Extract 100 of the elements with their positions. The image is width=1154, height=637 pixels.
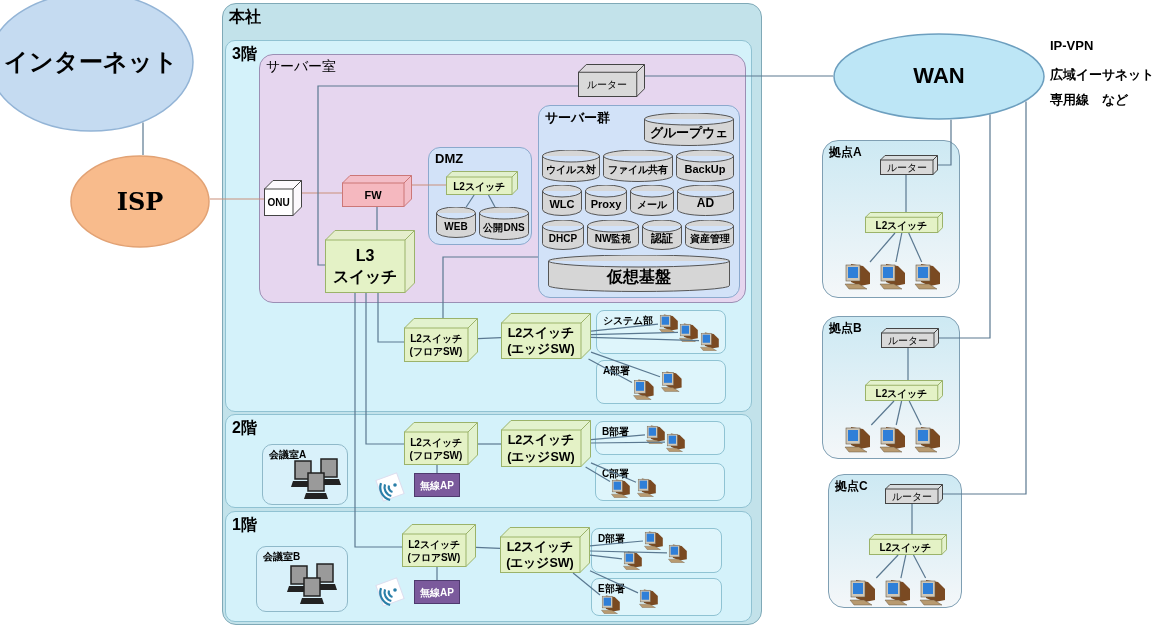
area-title: D部署 [598, 532, 626, 546]
computer-icon [660, 370, 684, 392]
server-cylinder [548, 255, 730, 292]
connection-line [869, 232, 896, 263]
server-label: ファイル共有 [607, 163, 669, 178]
branch-panel [822, 316, 960, 459]
device-label: FW [363, 187, 383, 203]
computer-icon [658, 313, 680, 333]
branch-panel [828, 474, 962, 608]
connection-line [572, 572, 601, 596]
department-panel [591, 528, 722, 573]
connection-line [377, 292, 405, 343]
connection-line [937, 119, 952, 166]
meeting-room-panel [262, 444, 348, 505]
connection-line [589, 570, 639, 594]
connection-line [908, 400, 922, 426]
connection-line [365, 292, 405, 445]
server-cylinder [542, 150, 600, 182]
connection-line [354, 292, 403, 548]
computer-icon [632, 378, 656, 400]
router-box [881, 328, 939, 348]
computer-icon [699, 331, 721, 351]
server-label: WEB [443, 219, 469, 234]
server-cylinder [436, 207, 476, 238]
note-text: 広域イーサネット [1050, 66, 1154, 84]
computer-icon [913, 262, 943, 290]
connection-line [911, 503, 913, 535]
connection-line [436, 464, 438, 474]
device-label: ルーター [586, 78, 629, 93]
computer-icon [645, 424, 667, 444]
computer-icon [667, 543, 689, 563]
connection-line [142, 121, 144, 156]
connection-line [942, 100, 1027, 495]
access-point-box [414, 473, 460, 497]
device-label: L2スイッチ (エッジSW) [506, 324, 576, 358]
connection-line [487, 194, 496, 208]
device-label: L2スイッチ (エッジSW) [505, 538, 575, 572]
server-cylinder [603, 150, 673, 182]
department-panel [595, 421, 725, 455]
router-box [885, 484, 943, 504]
connection-line [376, 206, 378, 231]
computer-icon [918, 578, 948, 606]
area-title: 会議室A [269, 448, 307, 462]
department-panel [595, 463, 725, 501]
switch-box [865, 380, 943, 401]
connection-line [589, 550, 668, 554]
connection-line [870, 400, 895, 426]
switch-box [325, 230, 415, 293]
connection-line [905, 174, 907, 213]
device-label: L2スイッチ [878, 540, 933, 555]
connection-line [317, 85, 579, 266]
switch-box [501, 313, 591, 359]
computer-icon [600, 594, 622, 614]
area-title: 3階 [232, 44, 257, 64]
network-ellipse [833, 33, 1045, 120]
device-label: L2スイッチ [874, 386, 929, 401]
server-cylinder [644, 113, 734, 146]
computer-icon [883, 578, 913, 606]
connection-line [908, 232, 923, 263]
building-panel [222, 3, 762, 625]
department-panel [596, 360, 726, 404]
connection-line [590, 434, 646, 441]
computer-icon [665, 432, 687, 452]
device-label: ルーター [886, 334, 929, 348]
area-title: E部署 [598, 582, 625, 596]
note-text: 専用線 など [1050, 91, 1128, 109]
switch-box [404, 318, 478, 362]
device-label: ルーター [890, 490, 933, 504]
connection-line [912, 554, 927, 579]
network-label: ISP [115, 185, 165, 218]
computer-icon [610, 478, 632, 498]
area-title: DMZ [435, 151, 464, 166]
area-title: 2階 [232, 418, 257, 438]
server-cylinder [479, 207, 529, 240]
department-panel [596, 310, 726, 354]
computer-icon [678, 322, 700, 342]
connection-line [442, 256, 539, 319]
server-cylinder [587, 220, 639, 250]
device-label: L3 スイッチ [332, 245, 398, 287]
computer-icon [636, 477, 658, 497]
connection-line [644, 75, 834, 77]
router-box [880, 155, 938, 175]
server-label: メール [636, 197, 668, 212]
server-cylinder [630, 185, 674, 216]
connection-line [301, 192, 343, 194]
computer-icon [843, 425, 873, 453]
room-panel [259, 54, 746, 303]
switch-box [446, 171, 518, 195]
network-label: インターネット [3, 47, 179, 78]
device-label: ルーター [885, 161, 928, 175]
connection-line [938, 114, 991, 339]
switch-box [404, 422, 478, 465]
server-label: 公開DNS [482, 220, 526, 235]
connection-line [475, 546, 501, 549]
server-cylinder [585, 185, 627, 216]
connection-line [590, 462, 637, 483]
connection-line [907, 347, 909, 381]
area-title: A部署 [603, 364, 631, 378]
computer-icon [878, 425, 908, 453]
server-label: Proxy [589, 196, 623, 212]
